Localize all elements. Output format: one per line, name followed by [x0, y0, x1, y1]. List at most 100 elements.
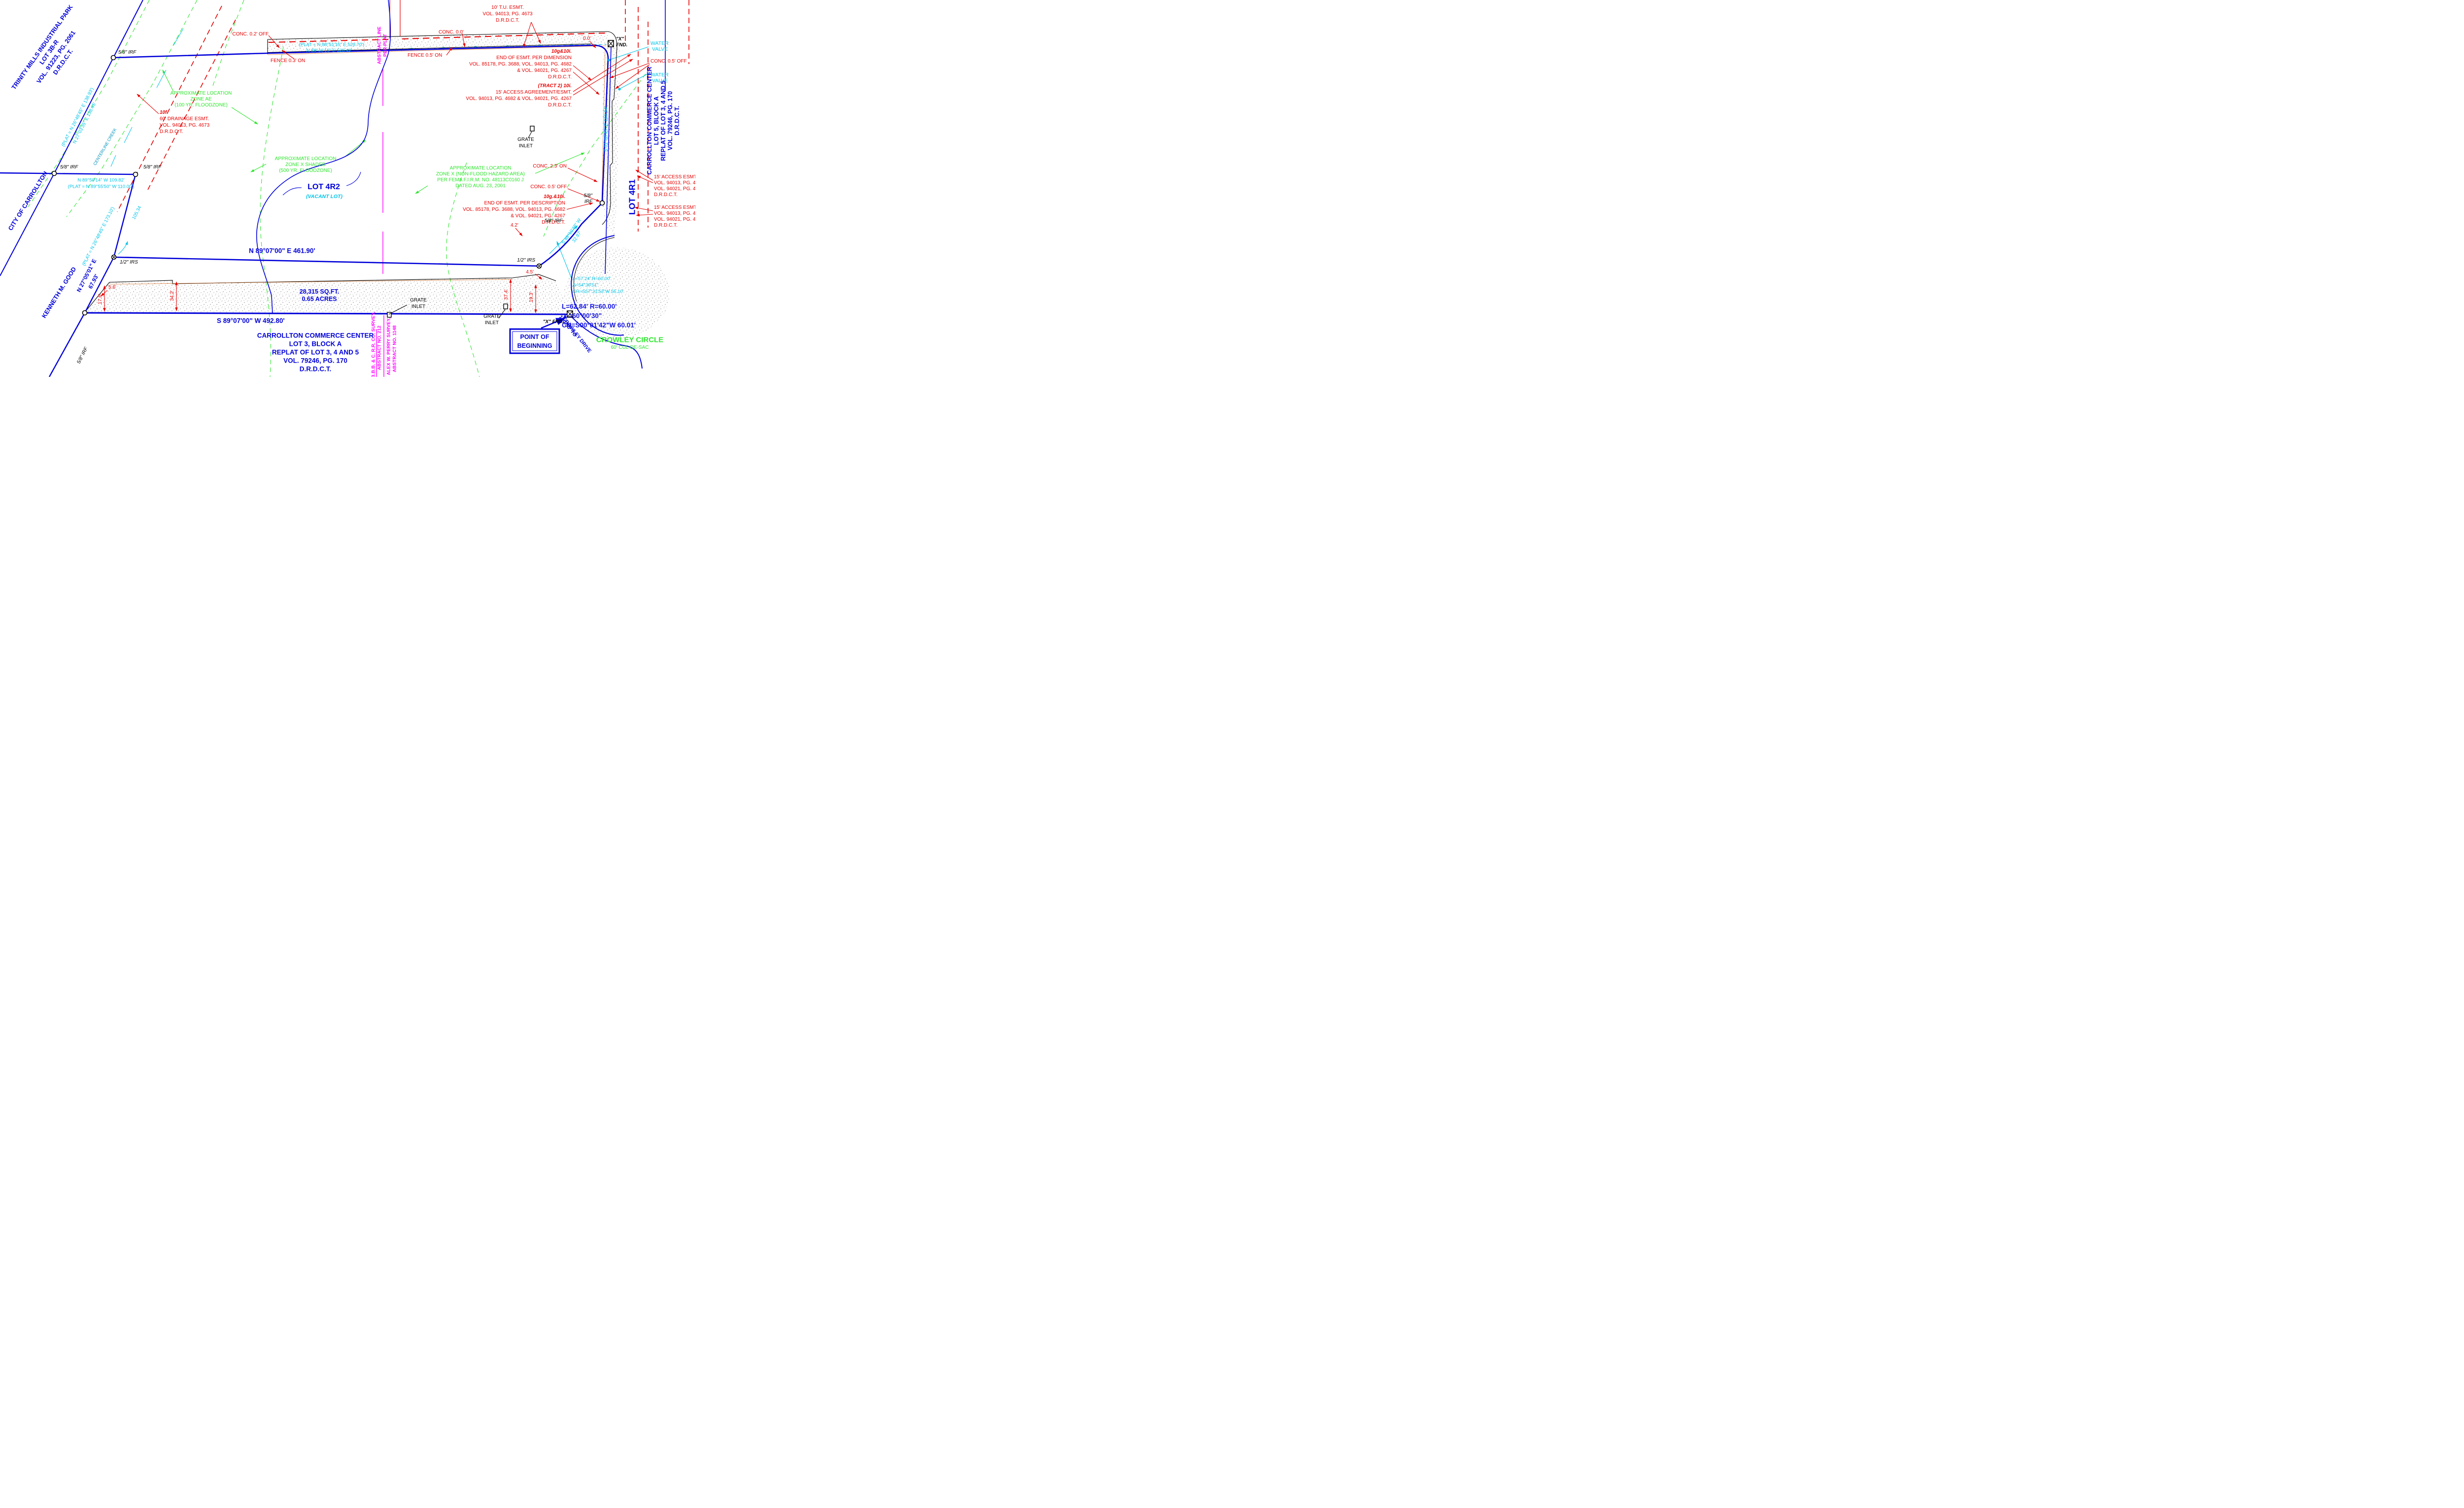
water-valve-2-symbol — [618, 88, 621, 91]
abstract-lines — [376, 69, 384, 377]
curve2-3: CH=S00°01'42"W 60.01' — [562, 321, 636, 329]
tract2-1: (TRACT 2) 10i. — [538, 83, 572, 89]
esmt-10g-top-4: & VOL. 94021, PG. 4267 — [517, 68, 572, 73]
bearing-n8907: N 89°07'00" E 461.90' — [249, 247, 315, 255]
lot5-4: VOL. 79246, PG. 170 — [666, 91, 674, 151]
irs-label-d: 1/2" IRS — [120, 260, 138, 265]
irf-label-c: 5/8" IRF — [143, 165, 162, 170]
dim-342: 34.2' — [170, 290, 175, 301]
water-valve-1-symbol — [608, 59, 611, 62]
esmt-10g-top-1: 10g&10i. — [551, 49, 572, 54]
zone-x-shaded-1: APPROXIMATE LOCATION — [274, 156, 337, 162]
concrete-edges — [84, 31, 617, 313]
plat-bearing-north: (PLAT = N 88°51'15" E 529.70') — [299, 42, 365, 48]
conc-05-off-top: CONC. 0.5' OFF — [650, 59, 687, 64]
irf-c — [133, 171, 138, 177]
bearing-north: N 88°46'15" E 528.42' — [306, 48, 352, 54]
survey-alex-1: ALEX W. PERRY SURVEY, — [386, 317, 392, 375]
orange-edges — [110, 45, 607, 285]
zone-x-nf-1: APPROXIMATE LOCATION — [449, 166, 512, 171]
grate-inlet-3a: GRATE — [517, 137, 534, 142]
tract2-4: D.R.D.C.T. — [548, 102, 572, 108]
esmt-10g-mid-3: VOL. 85178, PG. 3688, VOL. 94013, PG. 46… — [463, 207, 565, 212]
dim-374: 37.4' — [504, 289, 509, 300]
grate-inlet-3-symbol — [530, 126, 535, 132]
access2-2: VOL. 94013, PG. 4673 & — [654, 211, 695, 216]
dim-42: 4.2' — [511, 223, 518, 228]
tract2-3: VOL. 94013, PG. 4682 & VOL. 94021, PG. 4… — [466, 96, 572, 101]
tu-esmt-3: D.R.D.C.T. — [496, 18, 519, 23]
red-leaders — [101, 22, 653, 313]
water-valve-2a: WATER — [650, 71, 669, 78]
fence-05-on: FENCE 0.5' ON — [408, 53, 443, 58]
xfnd-pob: "X" FND. — [543, 319, 564, 325]
grate-inlet-2b: INLET — [411, 304, 426, 309]
zone-x-shaded-3: (500 YR. FLOODZONE) — [279, 168, 332, 173]
conc-05-off-mid: CONC. 0.5' OFF — [530, 184, 567, 190]
area-sqft: 28,315 SQ.FT. — [299, 288, 340, 295]
esmt-10g-mid-2: END OF ESMT. PER DESCRIPTION — [484, 201, 565, 206]
esmt-10f-3: VOL. 94013, PG. 4673 — [160, 123, 210, 128]
survey-bbb-2: ABSTRACT NO. 212 — [376, 325, 382, 370]
bearing-east: S 01°08'45" E 169.94' — [603, 106, 609, 152]
access2-4: D.R.D.C.T. — [654, 223, 678, 228]
lot3-3: REPLAT OF LOT 3, 4 AND 5 — [272, 348, 359, 356]
dim-00: 0.0' — [583, 36, 591, 41]
abstract-line-2: PER PLAT — [382, 34, 388, 57]
curve1-2: Δ=54°39'51" — [573, 282, 599, 288]
xfnd-pob-symbol — [567, 310, 573, 318]
access1-4: D.R.D.C.T. — [654, 192, 678, 198]
lot-4r2: LOT 4R2 — [308, 183, 340, 191]
grate-inlet-3b: INLET — [518, 143, 533, 149]
dim-176: 17.6' — [98, 294, 103, 304]
grate-inlet-1a: GRATE — [483, 314, 500, 319]
lot3-2: LOT 3, BLOCK A — [289, 340, 342, 348]
bearing-n8950: N 89°50'14" W 109.82' — [77, 177, 125, 183]
bearing-s8907: S 89°07'00" W 492.80' — [217, 317, 285, 325]
access2-1: 15' ACCESS ESMT. — [654, 205, 695, 210]
esmt-10g-mid-1: 10g.&10i. — [544, 194, 565, 200]
zone-ae-3: (100 YR. FLOODZONE) — [174, 102, 228, 108]
cul-de-sac: 60' CUL-DE-SAC — [611, 345, 649, 350]
access1-3: VOL. 94021, PG. 4207 — [654, 186, 695, 192]
area-acres: 0.65 ACRES — [302, 295, 337, 302]
crowley-circle: CROWLEY CIRCLE — [596, 335, 664, 344]
curve2-1: L=62.84' R=60.00' — [562, 302, 617, 310]
irf-label-b: 5/8" IRF — [60, 165, 78, 170]
abstract-line-1: ABSTRACT LINE — [376, 26, 382, 65]
lot5-2: LOT 5, BLOCK A — [652, 96, 660, 145]
xfnd-ne-1: "X" — [616, 36, 624, 42]
irf-b — [51, 170, 57, 176]
grate-inlet-2-symbol — [387, 312, 392, 318]
water-valve-1b: VALVE — [652, 46, 668, 52]
irf-label-r2: 5/8" IRF — [545, 218, 563, 224]
curve1-3: CH=S57°21'53"W 55.10' — [573, 289, 624, 295]
zone-x-nf-2: ZONE X (NON-FLOOD HAZARD AREA) — [436, 171, 525, 177]
plat-linework — [0, 0, 689, 377]
boundary-lines — [0, 0, 666, 377]
zone-x-shaded-2: ZONE X SHADED — [285, 162, 326, 168]
zone-x-nf-3: PER FEMA F.I.R.M. NO. 48113C0160 J — [437, 177, 524, 183]
lot3-1: CARROLLTON COMMERCE CENTER — [257, 332, 374, 339]
lot5-1: CARROLLTON COMMERCE CENTER — [646, 67, 653, 175]
access1-2: VOL. 94013, PG. 4673 & — [654, 180, 695, 186]
dim-56: 5.6' — [108, 285, 116, 290]
pob-box — [509, 328, 560, 354]
survey-bbb-1: B.B.B. & C. R.R. CO. SURVEY, — [371, 311, 376, 377]
monument-symbols — [51, 40, 621, 319]
vacant-lot: (VACANT LOT) — [306, 193, 342, 200]
zone-ae-1: APPROXIMATE LOCATION — [170, 91, 232, 96]
tract2-2: 15' ACCESS AGREEMENT/ESMT. — [495, 90, 572, 95]
irf-label-r1a: 5/8" — [583, 193, 592, 199]
irs-label-r: 1/2" IRS — [517, 258, 535, 263]
survey-alex-2: ABSTRACT NO. 1148 — [392, 325, 398, 372]
irf-a — [110, 55, 116, 61]
conc-00-a: CONC. 0.0' — [439, 30, 464, 35]
irf-e — [82, 310, 88, 316]
conc-02-off: CONC. 0.2' OFF — [232, 32, 269, 37]
lot3-4: VOL. 79246, PG. 170 — [283, 357, 347, 365]
zone-ae-2: ZONE AE — [190, 97, 212, 102]
lot-4r1: LOT 4R1 — [627, 179, 637, 215]
grate-inlet-2a: GRATE — [410, 298, 427, 303]
